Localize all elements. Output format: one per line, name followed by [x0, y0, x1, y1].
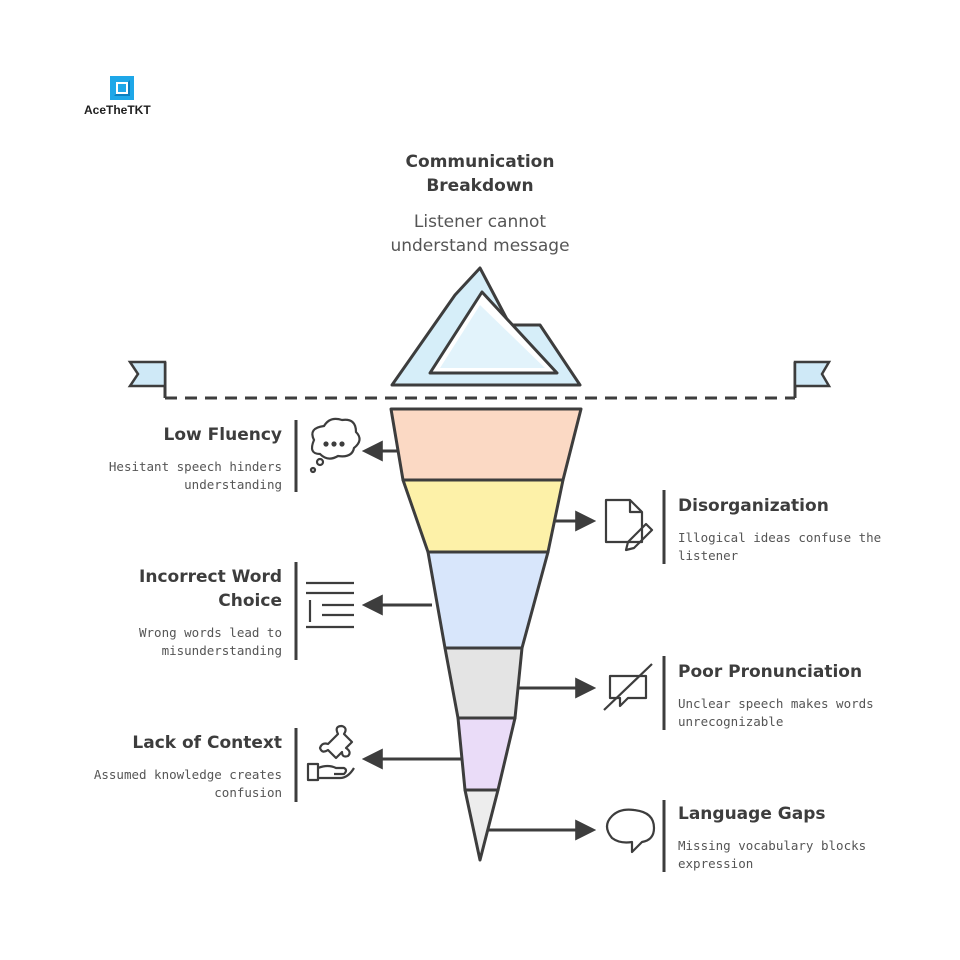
speech-bubble-icon	[605, 808, 656, 854]
low-fluency-desc-line-1: Hesitant speech hinders	[108, 459, 282, 474]
document-edit-icon	[604, 498, 654, 552]
lack-of-context-desc-line-2: confusion	[214, 785, 282, 800]
diagram-title-line-2: Breakdown	[426, 176, 534, 196]
low-fluency-title: Low Fluency	[163, 425, 282, 445]
poor-pronunciation-desc-line-2: unrecognizable	[678, 714, 784, 729]
low-fluency-desc-line-2: understanding	[184, 477, 282, 492]
water-line	[127, 360, 832, 400]
connector-arrows	[361, 440, 597, 841]
underwater-layers	[389, 407, 583, 862]
disorganization-desc-line-2: listener	[678, 548, 739, 563]
diagram-title-line-1: Communication	[405, 152, 555, 172]
poor-pronunciation-desc-line-1: Unclear speech makes words	[678, 696, 874, 711]
acethetkt-logo-icon	[110, 76, 134, 100]
incorrect-word-choice-desc-line-1: Wrong words lead to	[139, 625, 282, 640]
language-gaps-title: Language Gaps	[678, 804, 826, 824]
diagram-subtitle-line-2: understand message	[390, 236, 570, 256]
lack-of-context-title: Lack of Context	[132, 733, 282, 753]
muted-speech-icon	[603, 663, 653, 711]
poor-pronunciation-title: Poor Pronunciation	[678, 662, 863, 682]
language-gaps-desc-line-1: Missing vocabulary blocks	[678, 838, 867, 853]
language-gaps-desc-line-2: expression	[678, 856, 754, 871]
layer-lack-of-context	[456, 716, 517, 792]
incorrect-word-choice-title-line-1: Incorrect Word	[139, 567, 282, 587]
iceberg-tip	[390, 266, 582, 387]
thought-bubble-icon	[309, 417, 361, 474]
layer-language-gaps	[463, 788, 500, 862]
layer-incorrect-word-choice	[426, 550, 550, 650]
right-flag-icon	[793, 360, 832, 388]
layer-disorganization	[401, 478, 565, 554]
disorganization-title: Disorganization	[678, 496, 829, 516]
text-lines-icon	[306, 581, 354, 629]
disorganization-desc-line-1: Illogical ideas confuse the	[678, 530, 882, 545]
incorrect-word-choice-title-line-2: Choice	[218, 591, 282, 611]
lack-of-context-desc-line-1: Assumed knowledge creates	[93, 767, 282, 782]
brand-name: AceTheTKT	[84, 103, 151, 117]
diagram-subtitle-line-1: Listener cannot	[413, 212, 547, 232]
incorrect-word-choice-desc-line-2: misunderstanding	[161, 643, 282, 658]
layer-poor-pronunciation	[443, 646, 524, 720]
left-flag-icon	[127, 360, 167, 388]
puzzle-hand-icon	[306, 724, 355, 782]
layer-low-fluency	[389, 407, 583, 482]
label-dividers	[294, 420, 666, 872]
